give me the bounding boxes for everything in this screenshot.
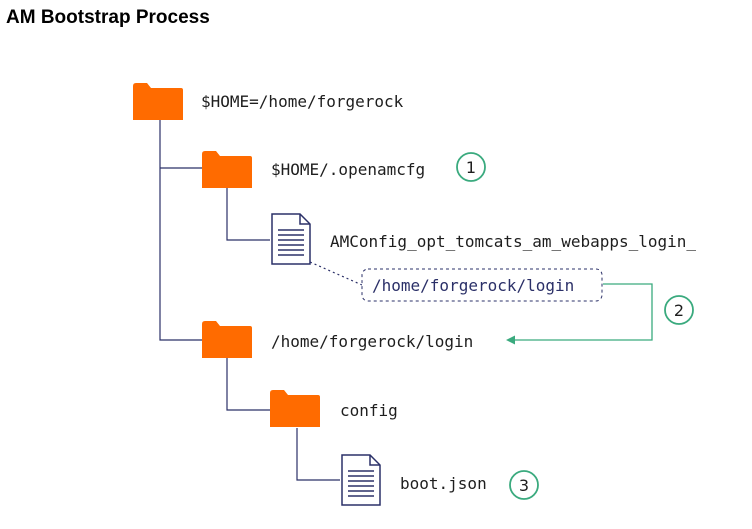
file-content-box bbox=[361, 268, 603, 302]
folder-icon bbox=[270, 390, 320, 427]
flow-arrow bbox=[514, 283, 653, 341]
step-badge-3: 3 bbox=[509, 470, 539, 500]
folder-icon bbox=[133, 83, 183, 120]
tree-connectors bbox=[159, 120, 340, 481]
node-label-amconfig-file: AMConfig_opt_tomcats_am_webapps_login_ bbox=[330, 232, 696, 251]
node-label-home: $HOME=/home/forgerock bbox=[201, 92, 404, 111]
step-badge-1: 1 bbox=[456, 152, 486, 182]
step-number-2: 2 bbox=[674, 301, 684, 320]
node-label-openamcfg: $HOME/.openamcfg bbox=[271, 160, 425, 179]
document-icon bbox=[341, 454, 381, 506]
file-content-path: /home/forgerock/login bbox=[372, 276, 574, 295]
folder-icon bbox=[202, 151, 252, 188]
step-badge-2: 2 bbox=[664, 295, 694, 325]
file-content-link bbox=[309, 261, 363, 286]
step-number-3: 3 bbox=[519, 476, 529, 495]
connector-amconfig bbox=[226, 188, 270, 241]
document-icon bbox=[271, 213, 311, 265]
node-label-login-dir: /home/forgerock/login bbox=[271, 332, 473, 351]
node-label-boot-json: boot.json bbox=[400, 474, 487, 493]
folder-icon bbox=[202, 321, 252, 358]
connector-root bbox=[159, 120, 202, 341]
page-title: AM Bootstrap Process bbox=[6, 7, 210, 28]
step-number-1: 1 bbox=[466, 158, 476, 177]
flow-arrowhead bbox=[506, 335, 515, 345]
connector-bootjson bbox=[296, 428, 340, 481]
node-label-config: config bbox=[340, 401, 398, 420]
connector-config bbox=[226, 358, 270, 411]
